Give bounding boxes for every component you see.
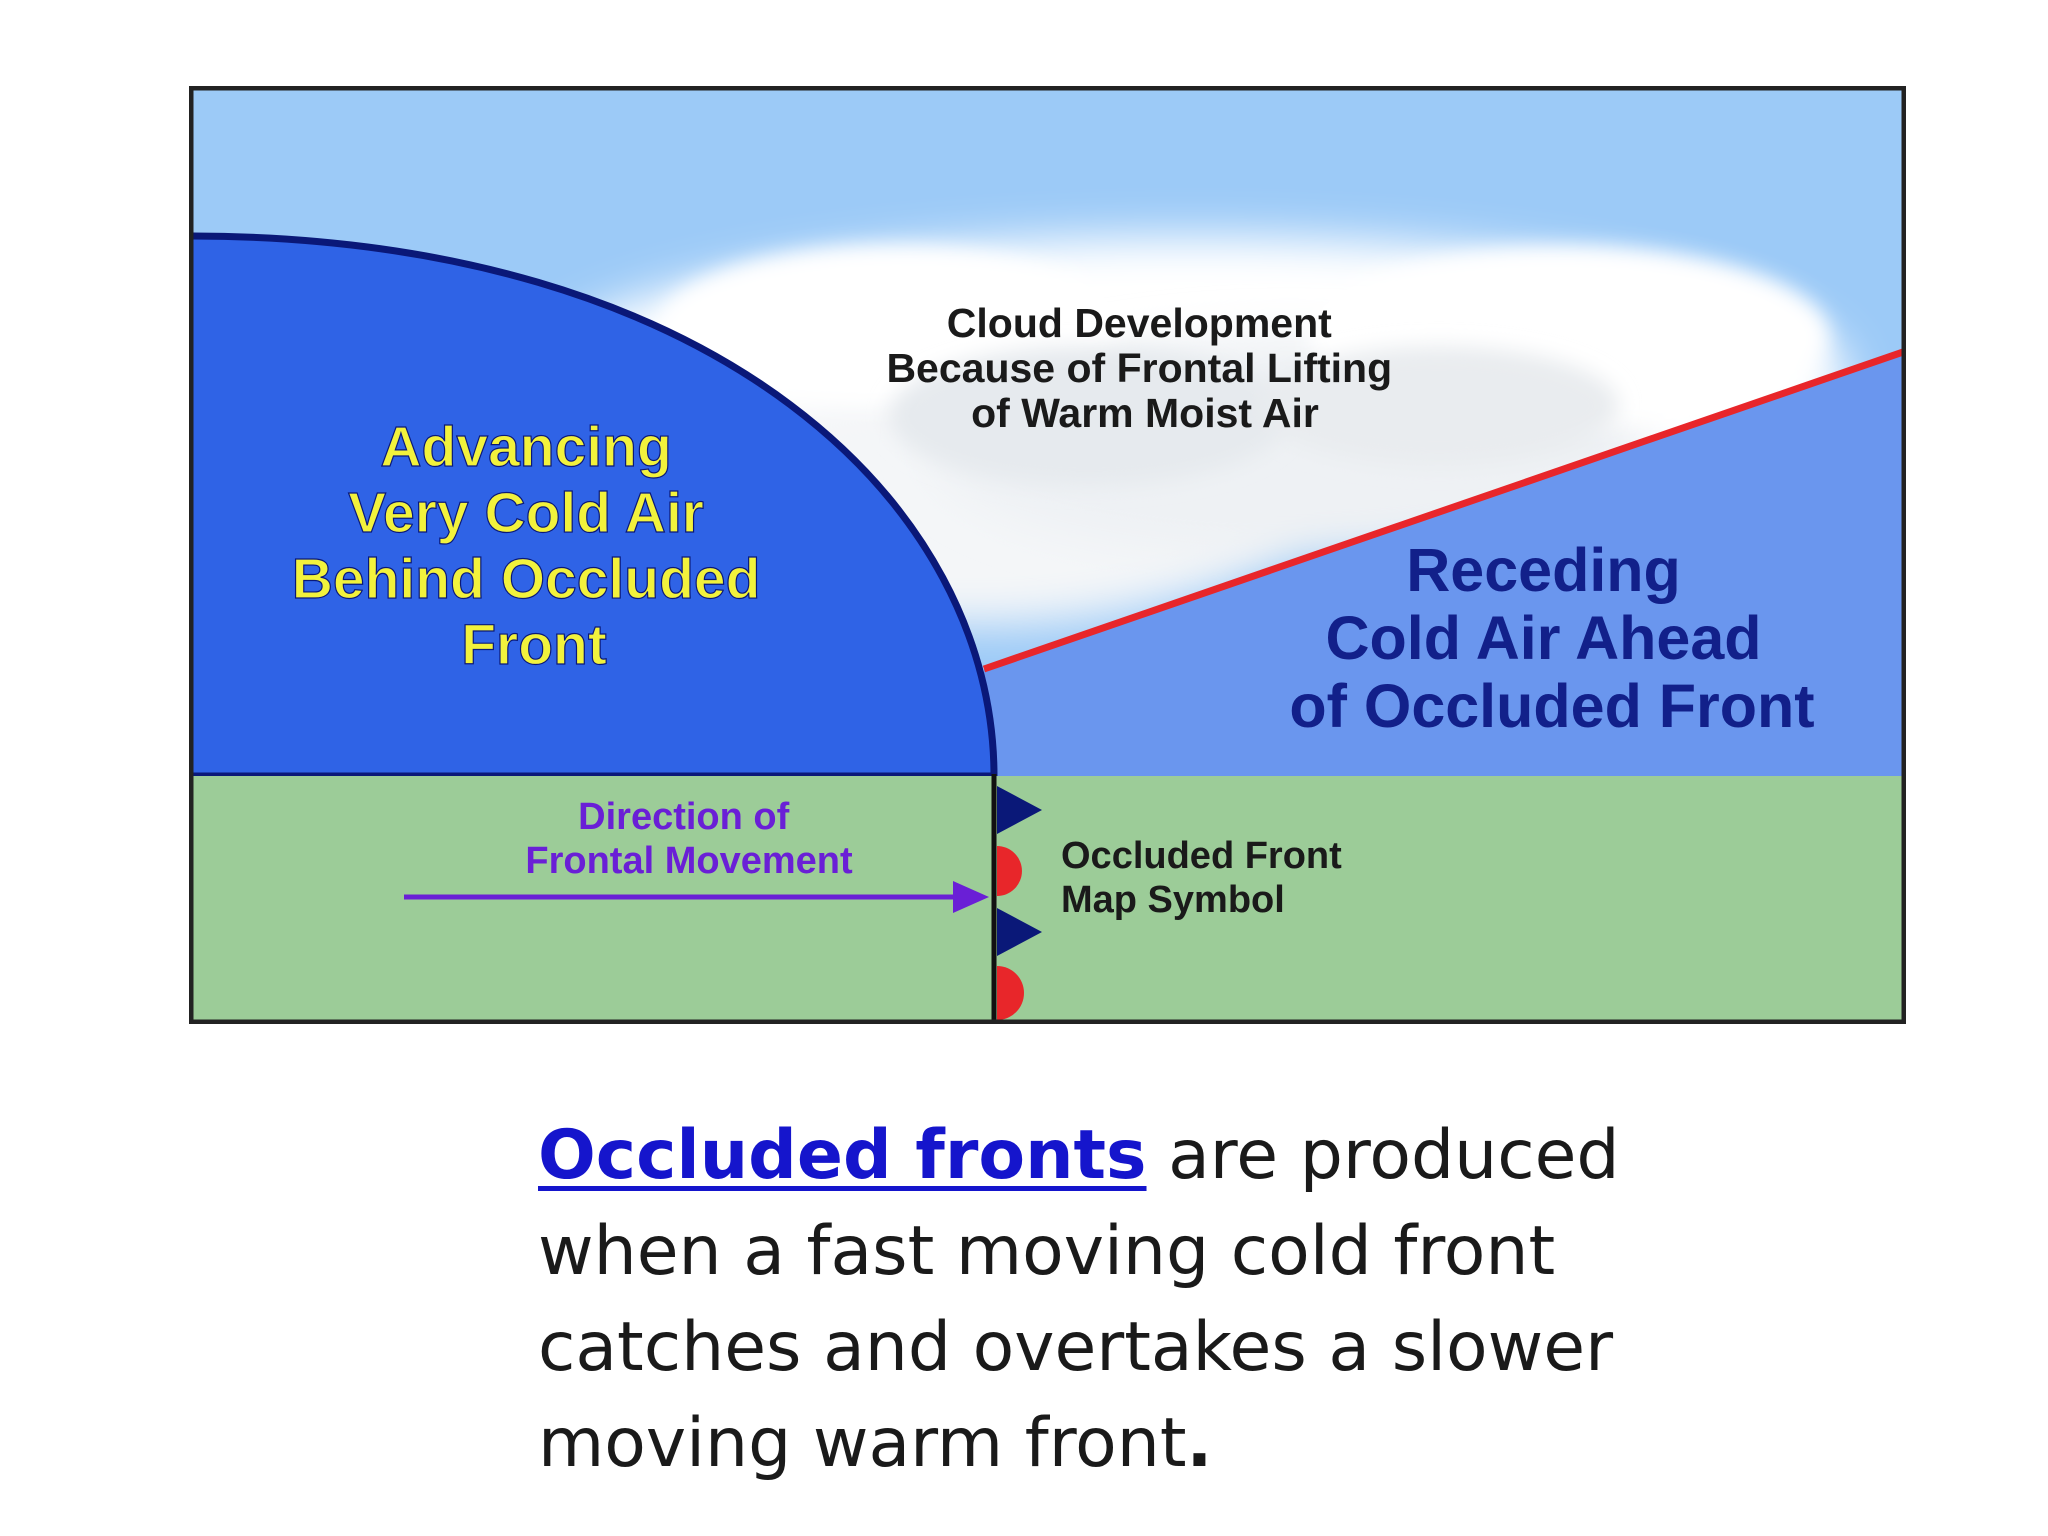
warm-front-semicircle-2 bbox=[997, 966, 1024, 1020]
cold-front-triangle-2 bbox=[997, 908, 1042, 956]
direction-label: Direction of Frontal Movement bbox=[525, 796, 853, 882]
caption-line-1: Occluded fronts are produced bbox=[538, 1108, 1638, 1204]
advancing-cold-air-dome bbox=[193, 232, 998, 780]
caption-line-2: when a fast moving cold front bbox=[538, 1212, 1556, 1291]
caption-line-3: catches and overtakes a slower bbox=[538, 1308, 1614, 1387]
diagram-canvas: Cloud Development Because of Frontal Lif… bbox=[189, 86, 1906, 1024]
receding-cold-air-region bbox=[984, 352, 1902, 776]
direction-arrow bbox=[404, 881, 989, 913]
receding-cold-air-label: Receding Cold Air Ahead of Occluded Fron… bbox=[1289, 536, 1814, 740]
caption-line-4-text: moving warm front bbox=[538, 1404, 1187, 1483]
cloud-label: Cloud Development Because of Frontal Lif… bbox=[886, 300, 1403, 436]
warm-front-boundary bbox=[982, 348, 1902, 673]
occluded-front-diagram: Cloud Development Because of Frontal Lif… bbox=[189, 86, 1906, 1024]
map-symbol-label: Occluded Front Map Symbol bbox=[1061, 835, 1352, 921]
caption-line-1-rest: are produced bbox=[1146, 1116, 1620, 1195]
occluded-front-symbol bbox=[997, 786, 1042, 1020]
caption-paragraph: Occluded fronts are produced when a fast… bbox=[538, 1108, 1638, 1492]
caption-period: . bbox=[1186, 1404, 1213, 1483]
occluded-fronts-link[interactable]: Occluded fronts bbox=[538, 1116, 1147, 1195]
advancing-cold-air-label: Advancing Very Cold Air Behind Occluded … bbox=[292, 415, 777, 677]
diagram-frame bbox=[189, 86, 1906, 1024]
caption-line-4: moving warm front. bbox=[538, 1396, 1638, 1492]
ground-region bbox=[193, 776, 1902, 1020]
cold-front-triangle-1 bbox=[997, 786, 1042, 834]
warm-front-semicircle-1 bbox=[997, 846, 1022, 896]
